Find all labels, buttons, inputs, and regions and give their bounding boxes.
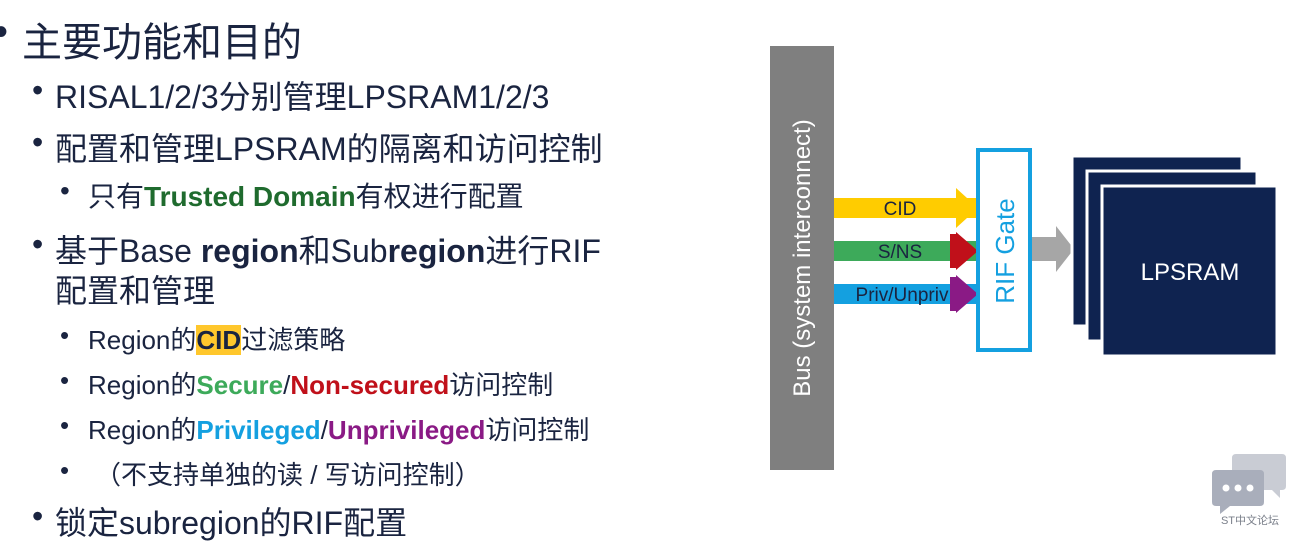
rif-diagram: Bus (system interconnect) CID S/NS Priv/… bbox=[770, 46, 1279, 470]
sns-label: S/NS bbox=[878, 242, 922, 263]
cid-highlight: CID bbox=[196, 325, 242, 355]
bullet-sub-privileged: Region的Privileged/Unprivileged访问控制 bbox=[88, 415, 590, 445]
logo-caption: ST中文论坛 bbox=[1220, 515, 1280, 527]
bullet-item-risal: RISAL1/2/3分别管理LPSRAM1/2/3 bbox=[55, 79, 550, 115]
cid-label: CID bbox=[884, 199, 917, 220]
bullet-dot: • bbox=[32, 226, 44, 262]
priv-label: Priv/Unpriv bbox=[856, 285, 949, 306]
bullet-dot: • bbox=[60, 175, 70, 206]
bullet-list: • 主要功能和目的 • RISAL1/2/3分别管理LPSRAM1/2/3 • … bbox=[0, 10, 603, 541]
bus-bar bbox=[770, 46, 834, 470]
priv-arrow: Priv/Unpriv bbox=[834, 275, 978, 313]
chat-bubbles-icon bbox=[1212, 454, 1286, 514]
bullet-sub-trusted-domain: 只有Trusted Domain有权进行配置 bbox=[88, 181, 524, 212]
bullet-item-lock: 锁定subregion的RIF配置 bbox=[55, 505, 408, 541]
bullet-dot: • bbox=[60, 365, 70, 395]
bullet-dot: • bbox=[0, 10, 8, 55]
bullet-sub-cid: Region的CID过滤策略 bbox=[88, 325, 346, 355]
lpsram-label: LPSRAM bbox=[1141, 259, 1240, 286]
bullet-item-config: 配置和管理LPSRAM的隔离和访问控制 bbox=[55, 131, 603, 167]
cid-arrow: CID bbox=[834, 188, 978, 228]
bullet-dot: • bbox=[60, 410, 70, 440]
bullet-dot: • bbox=[60, 320, 70, 350]
rif-gate-box bbox=[976, 148, 1032, 352]
trusted-domain-highlight: Trusted Domain bbox=[144, 181, 356, 212]
bullet-dot: • bbox=[32, 72, 44, 108]
bullet-dot: • bbox=[60, 455, 70, 485]
gate-to-memory-arrow bbox=[1032, 226, 1074, 272]
lpsram-stack: LPSRAM bbox=[1070, 154, 1279, 358]
bullet-item-region: 基于Base region和Subregion进行RIF bbox=[55, 233, 601, 269]
rif-gate-label: RIF Gate bbox=[990, 198, 1020, 303]
bullet-dot: • bbox=[32, 124, 44, 160]
bus-label: Bus (system interconnect) bbox=[789, 119, 816, 396]
bullet-sub-secure: Region的Secure/Non-secured访问控制 bbox=[88, 370, 554, 400]
bullet-sub-rw-note: （不支持单独的读 / 写访问控制） bbox=[95, 460, 481, 490]
bullet-item-region-line2: 配置和管理 bbox=[55, 273, 216, 309]
bullet-dot: • bbox=[32, 498, 44, 534]
sns-arrow: S/NS bbox=[834, 232, 978, 270]
main-title: 主要功能和目的 bbox=[22, 21, 302, 65]
